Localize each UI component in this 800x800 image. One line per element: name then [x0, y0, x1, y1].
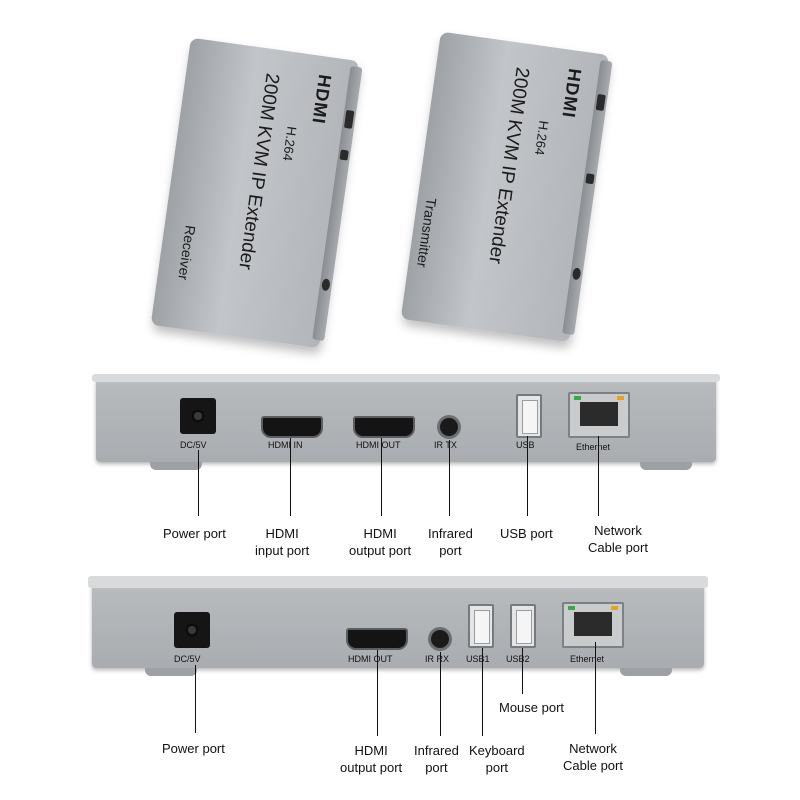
- caption-hdmi-output: HDMI output port: [340, 742, 402, 776]
- callout-line-hdmi-in: [290, 438, 291, 516]
- usb2-label: USB2: [506, 654, 530, 664]
- caption-keyboard: Keyboard port: [469, 742, 525, 776]
- usb-label: USB: [516, 440, 535, 450]
- hdmi-in-label: HDMI IN: [268, 440, 303, 450]
- callout-line-power: [198, 450, 199, 516]
- ir-tx-jack: [440, 418, 458, 436]
- caption-usb-port: USB port: [500, 526, 553, 541]
- ethernet-port: [568, 392, 630, 438]
- panel-top-lip: [92, 374, 720, 382]
- caption-line: input port: [255, 543, 310, 558]
- ir-tx-label: IR TX: [434, 440, 457, 450]
- dc-label: DC/5V: [174, 654, 201, 664]
- callout-line-power: [195, 665, 196, 733]
- caption-network: Network Cable port: [588, 522, 648, 556]
- callout-line-usb: [527, 436, 528, 516]
- callout-line-network: [595, 642, 596, 734]
- callout-line-hdmi-out: [377, 650, 378, 736]
- callout-line-hdmi-out: [381, 438, 382, 516]
- caption-line: output port: [349, 543, 412, 558]
- receiver-codec: H.264: [279, 125, 300, 162]
- receiver-side-port: [339, 149, 349, 161]
- hdmi-out-port: [346, 628, 408, 650]
- transmitter-box: HDMI H.264 200M KVM IP Extender Transmit…: [400, 31, 613, 343]
- caption-power-port: Power port: [162, 741, 225, 756]
- transmitter-rear-panel: DC/5V HDMI IN HDMI OUT IR TX USB Etherne…: [92, 374, 720, 462]
- panel-top-lip: [88, 576, 708, 588]
- caption-mouse-port: Mouse port: [499, 700, 565, 715]
- receiver-role: Receiver: [175, 224, 199, 282]
- panel-foot: [150, 462, 202, 470]
- caption-line: HDMI: [363, 526, 397, 541]
- caption-network: Network Cable port: [563, 740, 623, 774]
- ethernet-led-green: [574, 396, 581, 400]
- caption-line: Keyboard: [469, 743, 525, 758]
- hdmi-in-port: [261, 416, 323, 438]
- transmitter-side-port: [585, 173, 595, 185]
- callout-line-mouse: [522, 648, 523, 694]
- ethernet-socket: [574, 612, 612, 636]
- caption-line: output port: [340, 760, 403, 775]
- panel-foot: [145, 668, 197, 676]
- transmitter-role: Transmitter: [414, 196, 440, 269]
- callout-line-keyboard: [482, 648, 483, 736]
- hdmi-out-label: HDMI OUT: [348, 654, 393, 664]
- callout-line-ir: [449, 440, 450, 516]
- hdmi-out-port: [353, 416, 415, 438]
- dc-label: DC/5V: [180, 440, 207, 450]
- panel-foot: [620, 668, 672, 676]
- callout-line-ir: [440, 652, 441, 736]
- ethernet-led-amber: [611, 606, 618, 610]
- caption-line: Infrared: [428, 526, 473, 541]
- hdmi-out-label: HDMI OUT: [356, 440, 401, 450]
- transmitter-model: 200M KVM IP Extender: [484, 65, 533, 265]
- ethernet-led-amber: [617, 396, 624, 400]
- usb1-port: [468, 604, 494, 648]
- transmitter-codec: H.264: [531, 119, 552, 157]
- ethernet-label: Ethernet: [570, 654, 605, 664]
- caption-line: Cable port: [563, 758, 623, 773]
- caption-power-port: Power port: [163, 526, 226, 541]
- caption-line: Network: [594, 523, 642, 538]
- usb-port: [516, 394, 542, 438]
- receiver-box: HDMI H.264 200M KVM IP Extender Receiver: [150, 37, 363, 349]
- caption-line: Infrared: [414, 743, 459, 758]
- receiver-logo: HDMI: [308, 73, 336, 126]
- ir-rx-label: IR RX: [425, 654, 450, 664]
- caption-line: HDMI: [354, 743, 388, 758]
- caption-line: HDMI: [265, 526, 299, 541]
- usb1-label: USB1: [466, 654, 490, 664]
- ethernet-label: Ethernet: [576, 442, 611, 452]
- caption-infrared: Infrared port: [414, 742, 459, 776]
- callout-line-network: [598, 436, 599, 516]
- transmitter-logo: HDMI: [558, 67, 586, 120]
- caption-line: Cable port: [588, 540, 648, 555]
- caption-line: port: [425, 760, 448, 775]
- receiver-model: 200M KVM IP Extender: [234, 71, 283, 271]
- ethernet-port: [562, 602, 624, 648]
- caption-line: port: [485, 760, 509, 775]
- caption-hdmi-input: HDMI input port: [255, 525, 309, 559]
- caption-line: Network: [569, 741, 617, 756]
- receiver-rear-panel: DC/5V HDMI OUT IR RX USB1 USB2 Ethernet: [88, 576, 708, 668]
- ethernet-socket: [580, 402, 618, 426]
- panel-foot: [640, 462, 692, 470]
- ir-rx-jack: [431, 630, 449, 648]
- ethernet-led-green: [568, 606, 575, 610]
- dc-power-jack: [174, 612, 210, 648]
- caption-infrared: Infrared port: [428, 525, 473, 559]
- caption-line: port: [439, 543, 462, 558]
- dc-power-jack: [180, 398, 216, 434]
- caption-hdmi-output: HDMI output port: [349, 525, 411, 559]
- usb2-port: [510, 604, 536, 648]
